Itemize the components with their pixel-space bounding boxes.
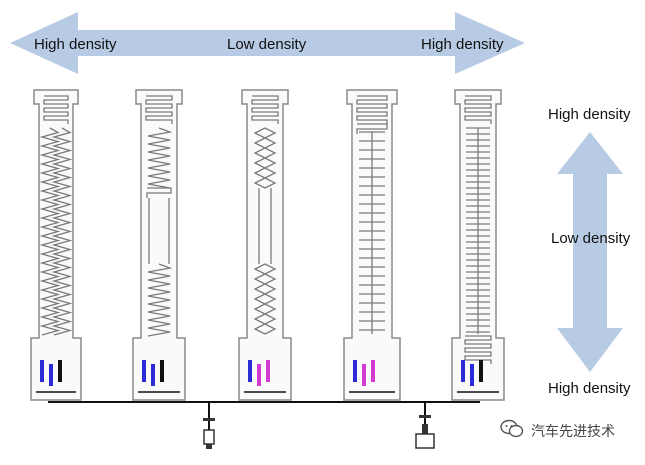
- label-side-top-high-density: High density: [548, 106, 631, 123]
- watermark-text: 汽车先进技术: [531, 423, 615, 439]
- label-side-bottom-high-density: High density: [548, 380, 631, 397]
- flow-channel-middle: [258, 188, 272, 264]
- sensor-lead: [160, 360, 164, 382]
- sensor-lead: [58, 360, 62, 382]
- inlet-header-channel: [43, 95, 69, 124]
- label-top-center-low-density: Low density: [227, 36, 307, 53]
- flow-channel-bottom: [147, 263, 173, 337]
- inlet-header-channel: [251, 95, 279, 124]
- sensor-lead: [362, 364, 366, 386]
- connector-left: [203, 418, 215, 449]
- cooling-plate-4: [343, 89, 401, 401]
- horizontal-density-arrow: [10, 12, 525, 74]
- flow-channel-comb: [359, 131, 385, 334]
- flow-channel-bottom: [253, 263, 277, 335]
- flow-channel-top: [146, 127, 173, 198]
- flow-channel-right: [51, 127, 73, 336]
- sensor-lead: [151, 364, 155, 386]
- vertical-density-arrow: [557, 132, 623, 372]
- wiring-harness: [48, 401, 480, 436]
- flow-channel-middle: [148, 198, 170, 264]
- inlet-header-channel: [145, 95, 173, 124]
- connector-right: [415, 415, 435, 449]
- flow-channel-comb: [466, 127, 490, 334]
- wechat-icon: [500, 419, 524, 438]
- outlet-header-channel: [464, 335, 492, 364]
- sensor-lead: [40, 360, 44, 382]
- sensor-lead: [353, 360, 357, 382]
- cooling-plate-1: [30, 89, 82, 401]
- sensor-lead: [248, 360, 252, 382]
- label-top-right-high-density: High density: [421, 36, 504, 53]
- sensor-lead: [266, 360, 270, 382]
- label-side-middle-low-density: Low density: [551, 230, 631, 247]
- cooling-plate-2: [132, 89, 186, 401]
- sensor-lead: [142, 360, 146, 382]
- cooling-plate-3: [238, 89, 292, 401]
- plate-outline: [132, 89, 186, 401]
- cooling-plate-5: [451, 89, 505, 401]
- plate-outline: [238, 89, 292, 401]
- sensor-lead: [461, 360, 465, 382]
- sensor-lead: [49, 364, 53, 386]
- sensor-lead: [257, 364, 261, 386]
- inlet-header-channel: [356, 95, 388, 124]
- flow-channel-top-serpentine: [356, 123, 388, 134]
- flow-channel-left: [39, 127, 61, 336]
- sensor-lead: [371, 360, 375, 382]
- sensor-lead: [479, 360, 483, 382]
- inlet-header-channel: [464, 95, 492, 124]
- sensor-lead: [470, 364, 474, 386]
- flow-channel-top: [253, 127, 277, 189]
- label-top-left-high-density: High density: [34, 36, 117, 53]
